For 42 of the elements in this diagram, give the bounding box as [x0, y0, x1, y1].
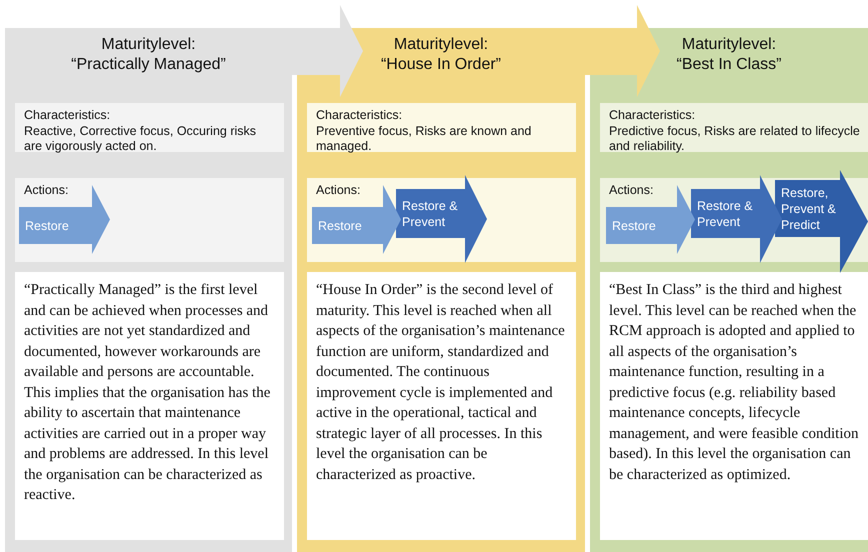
characteristics-box	[307, 103, 576, 152]
action-step	[396, 175, 487, 263]
box-heading: Characteristics:	[609, 108, 696, 124]
actions-box	[307, 178, 576, 262]
description-text: “Best In Class” is the third and highest level. This level can be reached when the RCM approach is adopted and applied to all aspects of the organisation’s maintenance function, resulting in a predictive focus (e.g. reliability based maintenance concepts, lifecycle management, and were feasible condition based). In this level the organisation can be characterized as optimized.	[609, 281, 860, 484]
action-label: Restore	[318, 218, 363, 234]
characteristics-text: Preventive focus, Risks are known and managed.	[316, 124, 532, 154]
action-label: Restore & Prevent	[402, 198, 459, 230]
action-label: Restore	[612, 218, 657, 234]
column-heading: “House In Order”	[380, 55, 502, 75]
box-heading: Characteristics:	[24, 108, 110, 124]
column-heading: Maturitylevel:	[101, 35, 196, 55]
description-box	[15, 272, 284, 540]
description-box	[600, 272, 868, 540]
characteristics-box	[600, 103, 868, 152]
characteristics-text: Reactive, Corrective focus, Occuring risks are vigorously acted on.	[24, 124, 258, 154]
description-text: “House In Order” is the second level of maturity. This level is reached when all aspects of the organisation’s maintenance function are uniform, standardized and documented. The continuous improvement cycle is implemented and active in the operational, tactical and strategic layer of all processes. In this level the organisation can be characterized as proactive.	[316, 281, 566, 484]
column-heading: “Best In Class”	[676, 55, 782, 75]
actions-box	[15, 178, 284, 262]
maturity-column	[590, 28, 868, 552]
characteristics-text: Predictive focus, Risks are related to lifecycle and reliability.	[609, 124, 861, 154]
chevron-tip	[292, 5, 363, 97]
action-step	[312, 185, 401, 254]
description-text: “Practically Managed” is the first level and can be achieved when processes and activities are not yet standardized and documented, however workarounds are available and persons are accountable. This implies that the organisation has the ability to ascertain that maintenance activities are carried out in a proper way and problems are addressed. In this level the organisation can be characterized as reactive.	[24, 281, 272, 505]
chevron-tip	[585, 5, 660, 97]
description-box	[307, 272, 576, 540]
maturity-column	[5, 28, 292, 552]
action-step	[775, 170, 868, 273]
action-step	[606, 185, 695, 254]
action-step	[19, 185, 110, 254]
column-heading: Maturitylevel:	[394, 35, 488, 55]
box-heading: Actions:	[24, 183, 68, 198]
action-step	[691, 175, 782, 263]
column-heading: “Practically Managed”	[71, 55, 226, 75]
column-heading: Maturitylevel:	[682, 35, 776, 55]
maturity-column	[297, 28, 585, 552]
box-heading: Actions:	[609, 183, 654, 198]
box-heading: Characteristics:	[316, 108, 402, 124]
action-label: Restore, Prevent & Predict	[781, 184, 837, 232]
action-label: Restore	[25, 218, 70, 234]
box-heading: Actions:	[316, 183, 360, 198]
action-label: Restore & Prevent	[697, 198, 754, 230]
